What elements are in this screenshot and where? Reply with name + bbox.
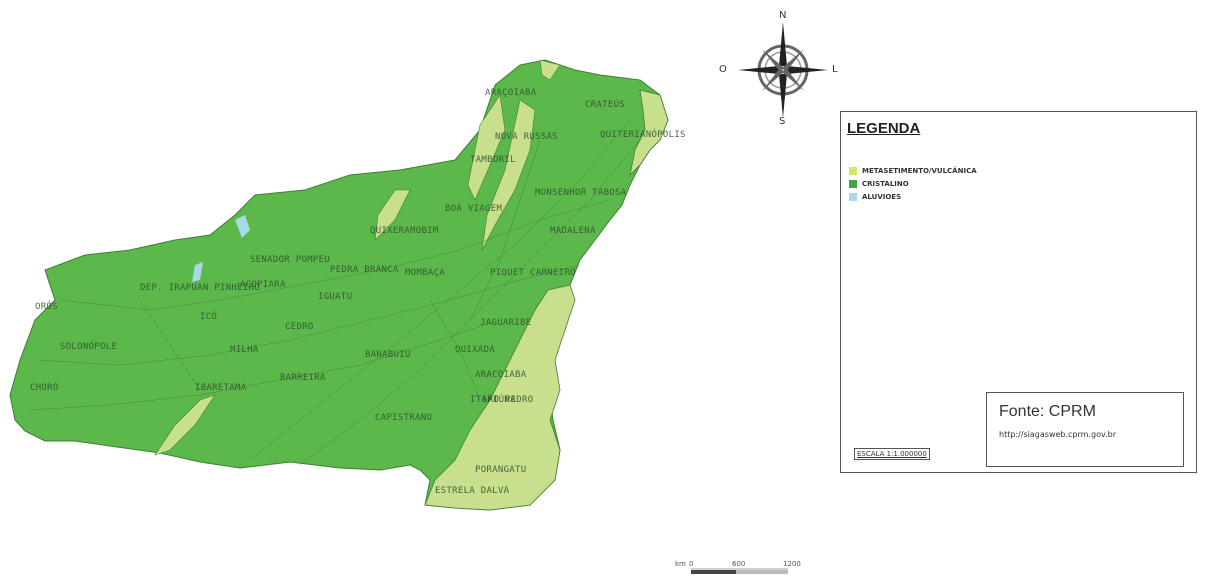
map-label: CHORÓ xyxy=(30,383,59,393)
map-label: CAPISTRANO xyxy=(375,413,433,423)
legend-swatch xyxy=(849,193,857,201)
map-label: CEDRO xyxy=(285,322,314,332)
map-label: QUIXADÁ xyxy=(455,345,496,355)
map-label: BANABUIÚ xyxy=(365,350,411,360)
map-label: MONSENHOR TABOSA xyxy=(535,188,627,198)
strip-1 xyxy=(467,94,506,201)
compass-east: L xyxy=(832,64,838,75)
map-label: ACOPIARA xyxy=(240,280,286,290)
map-label: DEP. IRAPUAN PINHEIRO xyxy=(140,283,261,293)
source-box: Fonte: CPRM http://siagasweb.cprm.gov.br xyxy=(986,392,1184,467)
scale-bar-graphic xyxy=(691,568,788,574)
map-label: ITAPIÚNA xyxy=(470,395,516,405)
map-label: CRATEÚS xyxy=(585,100,626,110)
map-label: QUITERIANÓPOLIS xyxy=(600,130,686,140)
map-label: ORÓS xyxy=(35,302,58,312)
legend-swatch xyxy=(849,180,857,188)
strip-3 xyxy=(374,189,411,241)
legend-item: CRISTALINO xyxy=(849,178,909,190)
compass-south: S xyxy=(779,116,786,127)
region-metasedimento-east xyxy=(424,284,576,511)
region-aluvioes-2 xyxy=(192,262,203,282)
map-label: QUIXERAMOBIM xyxy=(370,226,439,236)
compass-north: N xyxy=(779,10,787,21)
map-label: ARACOIABA xyxy=(475,370,527,380)
map-label: TAMBORIL xyxy=(470,155,516,165)
scale-tick: 0 xyxy=(689,560,694,568)
map-label: IGUATU xyxy=(318,292,353,302)
map-label: SÃO PEDRO xyxy=(482,395,534,405)
legend-label: ALUVIOES xyxy=(862,193,902,201)
map-label: BARREIRA xyxy=(280,373,326,383)
map-label: NOVA RUSSAS xyxy=(495,132,558,142)
legend-item: ALUVIOES xyxy=(849,191,901,203)
region-metasedimento-ne xyxy=(629,89,669,177)
map-label: IBARETAMA xyxy=(195,383,247,393)
legend: LEGENDA METASETIMENTO/VULCÂNICA CRISTALI… xyxy=(840,111,1197,473)
map-label: JAGUARIBE xyxy=(480,318,532,328)
legend-label: METASETIMENTO/VULCÂNICA xyxy=(862,167,977,175)
map-label: ARAÇOIABA xyxy=(485,88,537,98)
source-link[interactable]: http://siagasweb.cprm.gov.br xyxy=(999,430,1116,439)
strip-5 xyxy=(539,59,561,81)
compass-rose: N S O L xyxy=(719,10,838,130)
map-label: SOLONÓPOLE xyxy=(60,342,118,352)
scale-tick: 1200 xyxy=(783,560,801,568)
strip-4 xyxy=(154,394,216,456)
map-label: MADALENA xyxy=(550,226,596,236)
map-label: PORANGATU xyxy=(475,465,527,475)
legend-item: METASETIMENTO/VULCÂNICA xyxy=(849,165,977,177)
scale-bar: km 0 600 1200 xyxy=(675,560,805,580)
strip-2 xyxy=(481,99,536,251)
map-label: PIQUET CARNEIRO xyxy=(490,268,576,278)
map-label: ESTRELA DALVA xyxy=(435,486,510,496)
map-label: MILHÃ xyxy=(230,345,259,355)
compass-rose-icon xyxy=(738,22,828,118)
scale-tick: 600 xyxy=(732,560,746,568)
legend-label: CRISTALINO xyxy=(862,180,909,188)
compass-west: O xyxy=(719,64,727,75)
map-label: BOA VIAGEM xyxy=(445,204,503,214)
region-aluvioes-1 xyxy=(235,215,250,238)
geologic-lines xyxy=(29,119,641,466)
map-label: ICÓ xyxy=(200,312,218,322)
source-title: Fonte: CPRM xyxy=(999,403,1096,420)
legend-title: LEGENDA xyxy=(847,120,921,137)
scale-label: ESCALA 1:1.000000 xyxy=(854,448,930,460)
map-label: PEDRA BRANCA xyxy=(330,265,399,275)
legend-swatch xyxy=(849,167,857,175)
scale-unit: km xyxy=(675,560,686,568)
map-label: MOMBAÇA xyxy=(405,268,446,278)
map-label: SENADOR POMPEU xyxy=(250,255,331,265)
